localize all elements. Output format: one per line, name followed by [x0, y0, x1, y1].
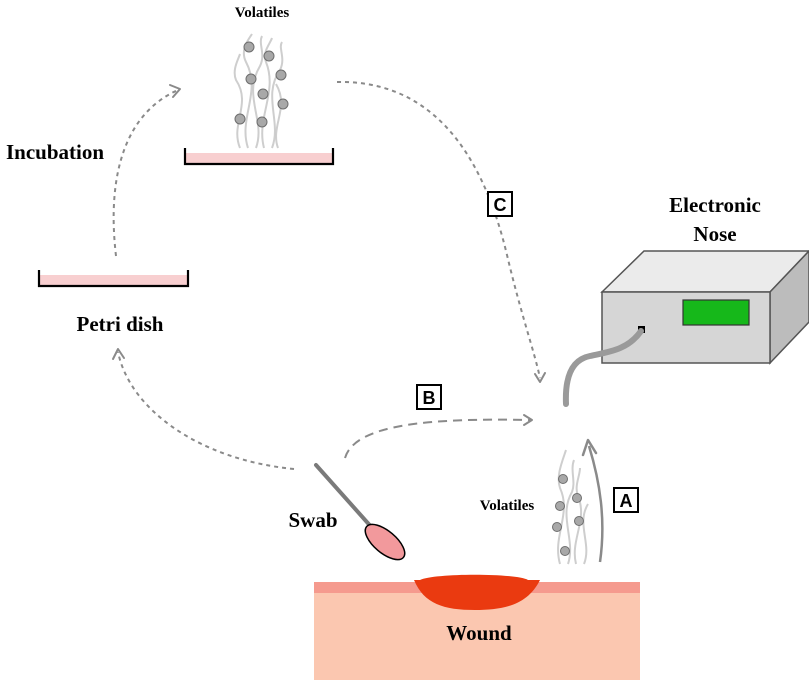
swab-label: Swab [288, 508, 337, 532]
volatiles-top-label: Volatiles [235, 5, 290, 21]
path-a-arrow [581, 438, 604, 563]
incubated-dish-outline [183, 148, 335, 166]
path-a-label: A [620, 491, 633, 511]
incubated-dish-medium [185, 153, 333, 164]
electronic-nose-device [600, 249, 809, 365]
volatile-particle [277, 98, 289, 110]
sampling-tube [562, 328, 644, 407]
petri-dish-outline [37, 270, 190, 288]
path-b-label: B [423, 388, 436, 408]
path-a-badge: A [613, 487, 639, 513]
volatile-particle [263, 50, 275, 62]
swab-tip [364, 523, 406, 561]
wound-area [414, 574, 540, 610]
device-display [682, 299, 750, 326]
volatile-particle [574, 516, 584, 526]
path-b-badge: B [416, 384, 442, 410]
swab-stick [314, 463, 376, 532]
wound-label: Wound [446, 621, 512, 645]
volatiles-cloud-wound [552, 449, 589, 565]
electronic-nose-label-line1: Electronic [669, 193, 761, 217]
petri-dish-medium [39, 275, 188, 286]
volatile-particle [275, 69, 287, 81]
volatile-particle [234, 113, 246, 125]
volatile-particle [257, 88, 269, 100]
volatile-particle [555, 501, 565, 511]
volatile-particle [558, 474, 568, 484]
volatiles-cloud-top [233, 33, 289, 149]
volatile-particle [245, 73, 257, 85]
volatile-particle [560, 546, 570, 556]
path-c-arrow [336, 80, 546, 383]
petri-dish-label: Petri dish [77, 312, 164, 336]
incubation-label: Incubation [6, 140, 104, 164]
volatile-particle [243, 41, 255, 53]
path-b-arrow [344, 414, 533, 459]
path-c-badge: C [487, 191, 513, 217]
path-c-label: C [494, 195, 507, 215]
volatile-particle [256, 116, 268, 128]
petri-dish [37, 270, 190, 288]
volatile-particle [572, 493, 582, 503]
swab [314, 463, 406, 561]
skin-tissue [314, 574, 640, 680]
volatile-particle [552, 522, 562, 532]
swab-to-dish-arrow [112, 348, 295, 470]
electronic-nose-label-line2: Nose [693, 222, 736, 246]
incubated-petri-dish [183, 148, 335, 166]
volatiles-wound-label: Volatiles [480, 498, 535, 514]
incubation-arrow [112, 84, 181, 257]
